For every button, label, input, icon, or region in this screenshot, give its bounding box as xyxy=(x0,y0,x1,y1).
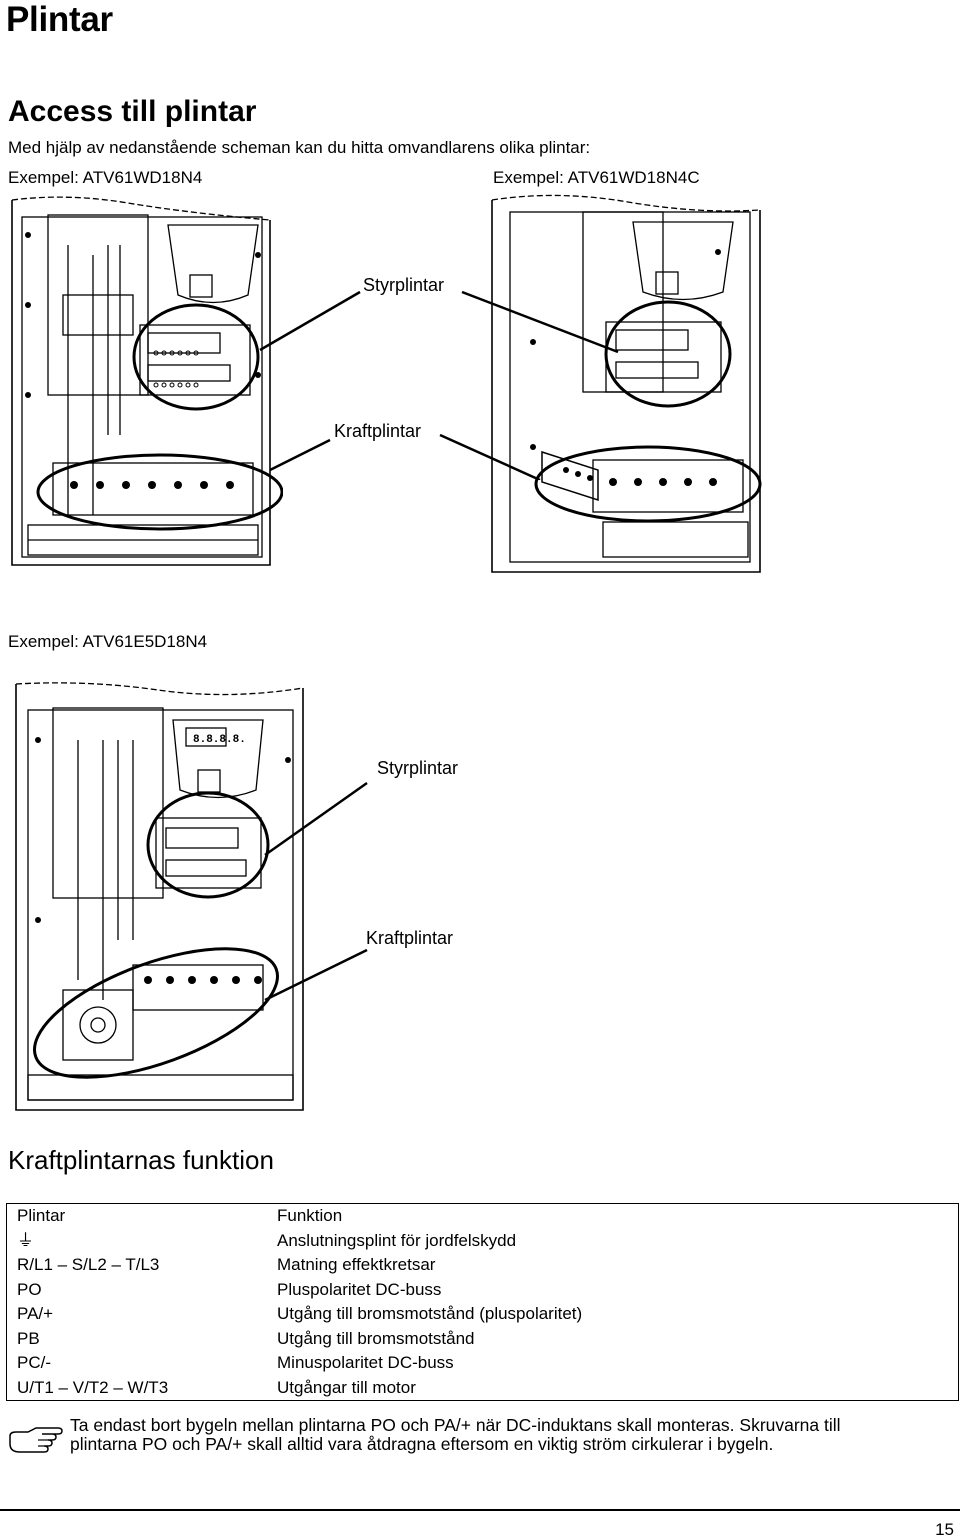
page-title: Plintar xyxy=(6,0,113,39)
table-row: U/T1 – V/T2 – W/T3 Utgångar till motor xyxy=(7,1376,959,1401)
callout-lines-bottom xyxy=(264,781,368,1002)
control-terminals-label-bottom: Styrplintar xyxy=(377,758,459,778)
header-terminals: Plintar xyxy=(17,1206,66,1225)
function-cell: Matning effektkretsar xyxy=(277,1255,436,1274)
table-row: PA/+ Utgång till bromsmotstånd (pluspola… xyxy=(7,1302,959,1327)
pointing-hand-icon xyxy=(9,1427,63,1453)
function-cell: Minuspolaritet DC-buss xyxy=(277,1353,454,1372)
note-line-1: Ta endast bort bygeln mellan plintarna P… xyxy=(70,1415,841,1435)
example-label-left: Exempel: ATV61WD18N4 xyxy=(8,168,203,187)
drive-diagram-bottom: 8.8.8.8. xyxy=(15,682,304,1111)
terminal-function-table: Plintar Funktion ⏚ Anslutningsplint för … xyxy=(6,1203,959,1401)
power-terminals-label-top: Kraftplintar xyxy=(334,421,422,441)
function-cell: Utgång till bromsmotstånd (pluspolaritet… xyxy=(277,1304,583,1323)
section-title: Access till plintar xyxy=(8,95,257,128)
table-row: ⏚ Anslutningsplint för jordfelskydd xyxy=(7,1229,959,1254)
example-label-bottom: Exempel: ATV61E5D18N4 xyxy=(8,632,208,651)
table-row: R/L1 – S/L2 – T/L3 Matning effektkretsar xyxy=(7,1253,959,1278)
function-cell: Anslutningsplint för jordfelskydd xyxy=(277,1230,517,1250)
table-row: PO Pluspolaritet DC-buss xyxy=(7,1278,959,1303)
function-cell: Utgång till bromsmotstånd xyxy=(277,1328,475,1348)
table-row: PC/- Minuspolaritet DC-buss xyxy=(7,1351,959,1376)
terminal-cell: PC/- xyxy=(17,1353,51,1372)
terminal-cell: U/T1 – V/T2 – W/T3 xyxy=(17,1377,169,1397)
function-cell: Pluspolaritet DC-buss xyxy=(277,1279,442,1299)
power-terminals-label-bottom: Kraftplintar xyxy=(366,928,454,948)
drive-diagram-left xyxy=(11,196,283,566)
display-readout: 8.8.8.8. xyxy=(193,734,246,746)
page-number: 15 xyxy=(935,1520,954,1539)
note-text: Ta endast bort bygeln mellan plintarna P… xyxy=(70,1416,950,1454)
terminal-cell: R/L1 – S/L2 – T/L3 xyxy=(17,1255,160,1274)
table-header-row: Plintar Funktion xyxy=(7,1204,959,1229)
table-row: PB Utgång till bromsmotstånd xyxy=(7,1327,959,1352)
control-terminals-label-top: Styrplintar xyxy=(363,275,445,295)
terminal-cell: ⏚ xyxy=(17,1230,34,1250)
function-heading: Kraftplintarnas funktion xyxy=(8,1145,274,1175)
function-cell: Utgångar till motor xyxy=(277,1377,416,1397)
bridge-terminal-callout xyxy=(541,450,599,502)
terminal-cell: PB xyxy=(17,1328,40,1348)
drive-diagram-right xyxy=(491,194,762,573)
intro-text: Med hjälp av nedanstående scheman kan du… xyxy=(8,138,591,157)
note-line-2: plintarna PO och PA/+ skall alltid vara … xyxy=(70,1434,774,1454)
header-function: Funktion xyxy=(277,1206,343,1225)
callout-lines-top xyxy=(259,290,619,480)
terminal-cell: PO xyxy=(17,1279,42,1299)
terminal-cell: PA/+ xyxy=(17,1304,54,1323)
example-label-right: Exempel: ATV61WD18N4C xyxy=(493,168,700,187)
footer-rule xyxy=(0,1509,960,1511)
